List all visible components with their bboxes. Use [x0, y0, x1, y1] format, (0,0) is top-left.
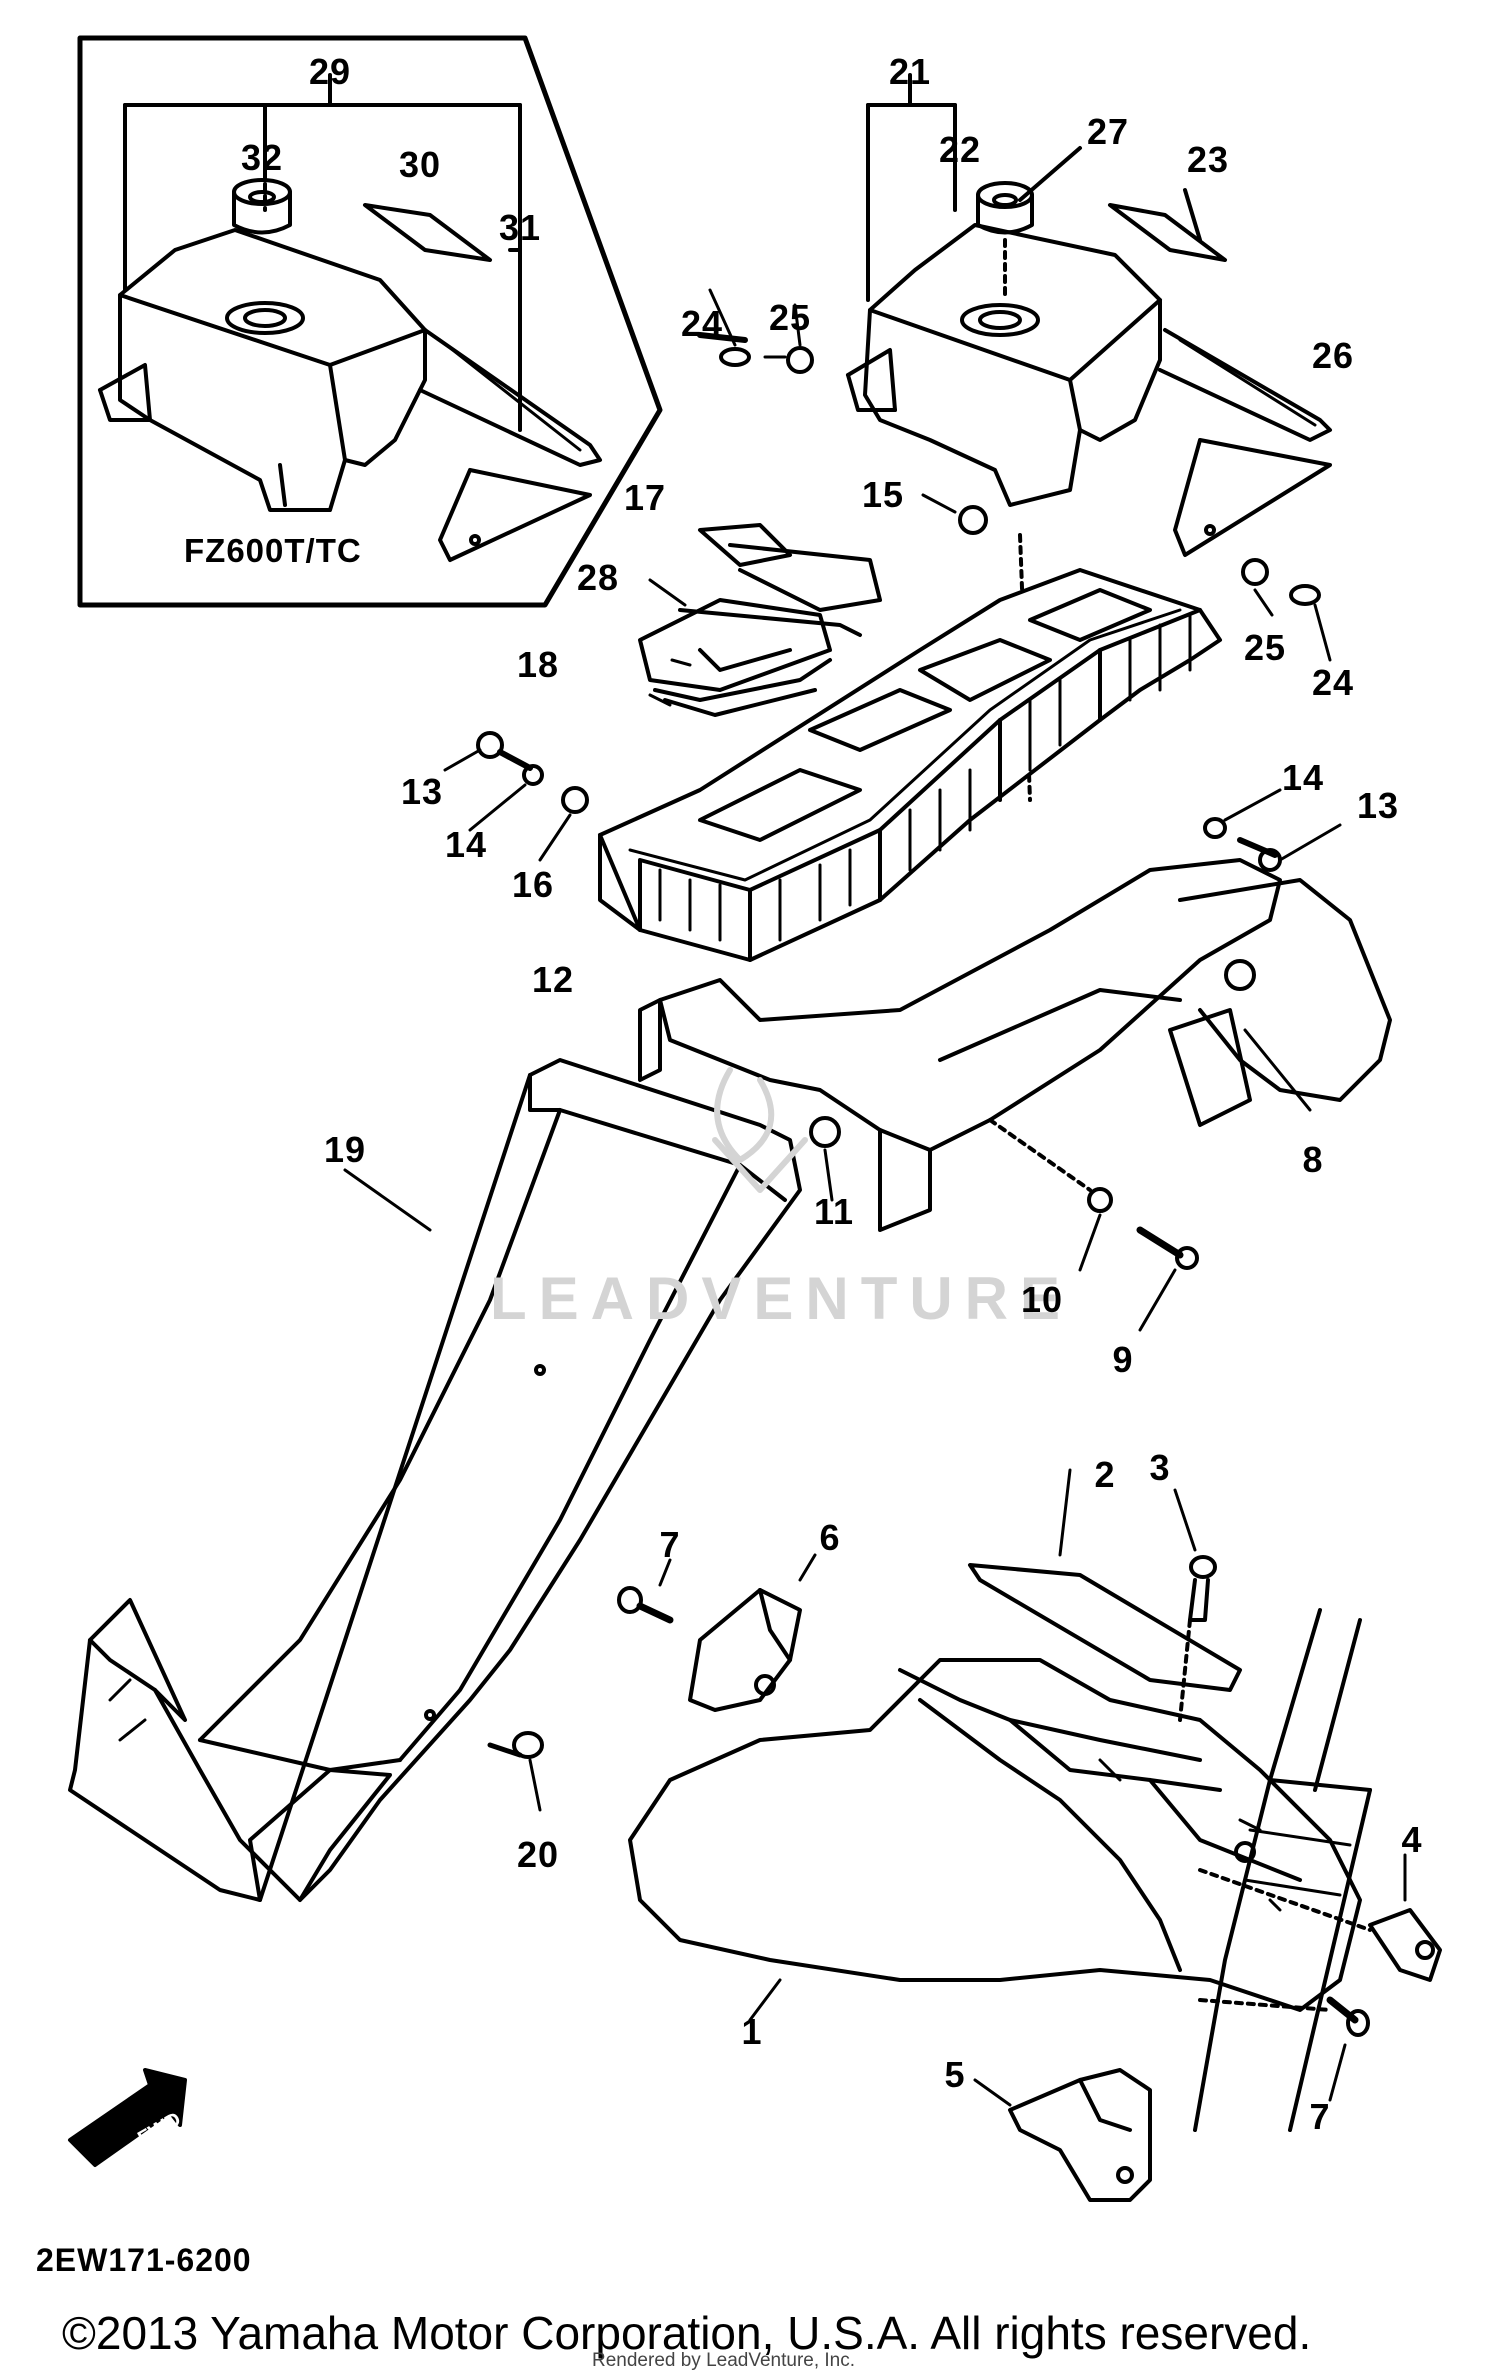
- callout-16: 16: [511, 864, 555, 905]
- watermark-text: LEADVENTURE: [490, 1265, 1073, 1332]
- callout-22: 22: [938, 129, 982, 170]
- callout-18: 18: [516, 644, 560, 685]
- bolt-7-right: [1198, 1996, 1370, 2102]
- bracket-4: [1198, 1853, 1442, 1982]
- strip-inset: [363, 203, 492, 262]
- callout-26: 26: [1311, 335, 1355, 376]
- rear-fender: [68, 1058, 802, 1902]
- fasteners-right: [1203, 788, 1342, 872]
- callout-14-left: 14: [444, 824, 488, 865]
- fasteners-bottom: [809, 1116, 1199, 1332]
- bolt-7-left: [617, 1558, 674, 1624]
- plate-2: [968, 1468, 1242, 1722]
- callout-14-right: 14: [1281, 757, 1325, 798]
- callout-21: 21: [888, 51, 932, 92]
- rendered-by-notice: Rendered by LeadVenture, Inc.: [592, 2350, 856, 2371]
- callout-30: 30: [398, 144, 442, 185]
- bracket-6: [688, 1553, 817, 1712]
- callout-6: 6: [819, 1517, 841, 1558]
- cap: [976, 181, 1034, 302]
- bracket-5: [973, 2068, 1152, 2202]
- fork-tube: [1193, 1608, 1372, 2132]
- callout-10: 10: [1020, 1279, 1064, 1320]
- bolt-20: [487, 1731, 544, 1812]
- watermark-logo: [712, 1067, 808, 1193]
- callout-32: 32: [240, 137, 284, 178]
- callout-4: 4: [1401, 1819, 1423, 1860]
- callout-9: 9: [1112, 1339, 1134, 1380]
- callout-11: 11: [813, 1191, 855, 1232]
- seat-cover: [846, 223, 1332, 557]
- callout-3: 3: [1149, 1447, 1171, 1488]
- callout-27: 27: [1086, 111, 1130, 152]
- callout-28: 28: [576, 557, 620, 598]
- callout-2: 2: [1094, 1454, 1116, 1495]
- inset-box: [77, 35, 663, 608]
- callout-7-right: 7: [1309, 2096, 1331, 2137]
- callout-5: 5: [944, 2054, 966, 2095]
- callout-19: 19: [323, 1129, 367, 1170]
- battery-box: [598, 568, 1222, 962]
- fasteners-left: [443, 731, 589, 862]
- callout-17: 17: [623, 477, 667, 518]
- callout-13-left: 13: [400, 771, 444, 812]
- callout-31: 31: [498, 207, 542, 248]
- callout-1: 1: [741, 2011, 763, 2052]
- inset-leaders: [123, 73, 522, 432]
- bolt-nut-right: [1241, 558, 1332, 662]
- tool-bag: [638, 523, 882, 717]
- variant-label: FZ600T/TC: [184, 532, 362, 569]
- strip: [1108, 203, 1227, 262]
- seat-cover-inset: [98, 228, 602, 562]
- callout-20: 20: [516, 1834, 560, 1875]
- fwd-arrow-icon: [68, 2068, 187, 2167]
- callout-12: 12: [531, 959, 575, 1000]
- bolt-nut-top: [697, 288, 814, 374]
- front-fender: [628, 1658, 1362, 2022]
- callout-7-left: 7: [659, 1524, 681, 1565]
- frame-bracket: [638, 858, 1392, 1232]
- callout-13-right: 13: [1356, 785, 1400, 826]
- callout-25-right: 25: [1243, 627, 1287, 668]
- callout-24-right: 24: [1311, 662, 1355, 703]
- diagram-code: 2EW171-6200: [36, 2242, 252, 2278]
- copyright-notice: ©2013 Yamaha Motor Corporation, U.S.A. A…: [62, 2307, 1312, 2359]
- callout-23: 23: [1186, 139, 1230, 180]
- callout-15: 15: [861, 474, 905, 515]
- callout-8: 8: [1302, 1139, 1324, 1180]
- callout-25-top: 25: [768, 297, 812, 338]
- callout-24-top: 24: [680, 303, 724, 344]
- callout-29: 29: [308, 51, 352, 92]
- cap-inset: [232, 178, 292, 235]
